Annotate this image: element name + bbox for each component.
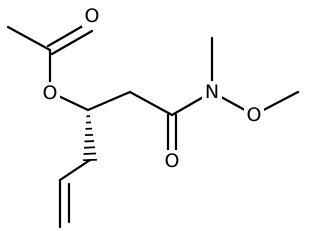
bond-allyl-ch2-ch (58, 158, 92, 182)
atom-label-o: O (165, 150, 180, 172)
atom-o-ester: O (40, 82, 60, 104)
stereo-hashed-wedge (82, 109, 98, 162)
hash-wedge-segment (82, 158, 98, 162)
atom-label-o: O (85, 5, 100, 27)
molecule-structure: O O N O O (6, 5, 300, 229)
bond-acetyl-methyl (6, 25, 52, 52)
atom-label-o: O (247, 104, 262, 126)
atom-label-layer: O O N O O (40, 5, 264, 172)
bond-ch2-amide-c (128, 90, 174, 117)
bond-ester-carbonyl-double-a (46, 21, 90, 48)
bond-stereocenter-ch2 (86, 90, 132, 112)
atom-label-o: O (43, 82, 58, 104)
atom-o-amide-carbonyl: O (162, 150, 182, 172)
bond-ester-carbonyl-double-b (50, 29, 94, 56)
atom-o-ester-carbonyl: O (82, 5, 102, 27)
atom-label-n: N (205, 81, 219, 103)
atom-o-methoxy: O (244, 104, 264, 126)
atom-n-amide: N (202, 81, 222, 103)
